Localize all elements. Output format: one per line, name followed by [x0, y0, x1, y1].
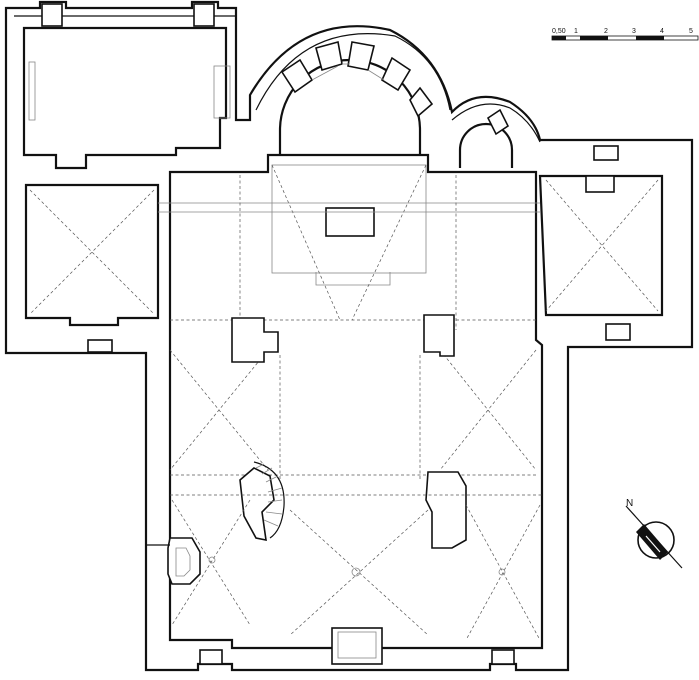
- north-arrow: N: [625, 498, 683, 569]
- nave: [158, 153, 544, 650]
- scale-label-3: 3: [632, 28, 636, 35]
- east-chapel: [538, 145, 664, 341]
- side-apse: [451, 103, 541, 168]
- piers: [231, 314, 467, 549]
- scale-label-2: 2: [604, 28, 608, 35]
- lower-bays: [146, 494, 542, 641]
- north-label: N: [626, 498, 633, 509]
- scale-bar: 0,50 1 2 3 4 5: [551, 28, 699, 41]
- scale-label-4: 4: [660, 28, 664, 35]
- scale-label-5: 5: [689, 28, 693, 35]
- outer-walls: [4, 0, 694, 672]
- scale-label-0-50: 0,50: [552, 28, 566, 35]
- north-west-room: [22, 3, 231, 170]
- apse: [255, 32, 451, 155]
- west-chapel: [24, 183, 160, 353]
- entrance: [199, 627, 515, 665]
- spiral-stair: [253, 461, 285, 539]
- scale-label-1: 1: [574, 28, 578, 35]
